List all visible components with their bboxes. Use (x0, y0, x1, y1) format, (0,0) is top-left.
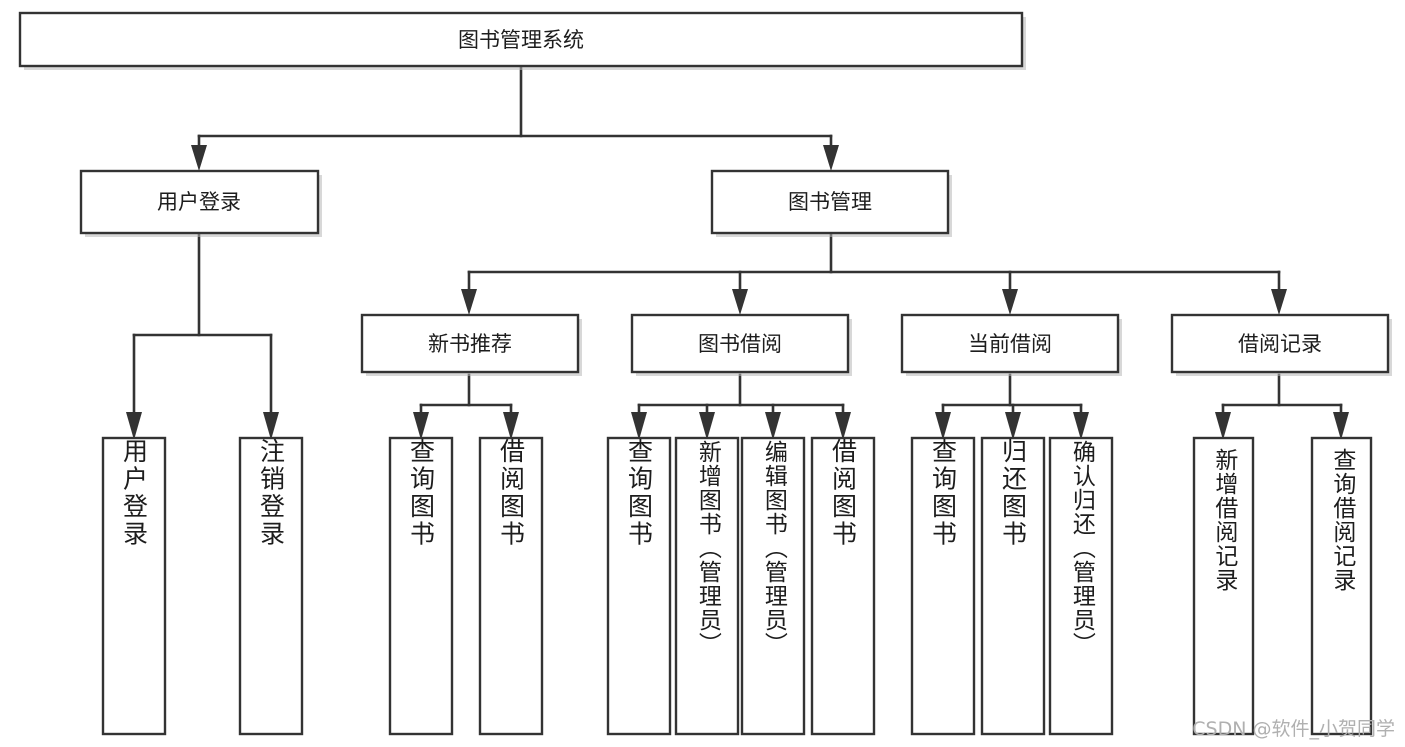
leaf-box-query-book-1[interactable] (388, 436, 454, 736)
connector-group-book-borrow (631, 373, 851, 440)
arrow-to-leaf-add-record (1215, 412, 1231, 440)
arrow-root-to-user-login (191, 145, 207, 171)
arrow-to-leaf-query-book-1 (413, 412, 429, 440)
arrow-to-new-book-recommend (461, 289, 477, 315)
node-root-box (18, 11, 1024, 68)
node-user-login-label: 用户登录 (157, 190, 241, 214)
node-root[interactable]: 图书管理系统 (18, 11, 1026, 70)
connector-group-new-book-recommend (413, 373, 519, 440)
arrow-to-book-borrow (732, 289, 748, 315)
node-book-borrow-box (630, 313, 850, 374)
arrow-to-borrow-record (1271, 289, 1287, 315)
leaf-box-add-record[interactable] (1192, 436, 1255, 736)
arrow-to-leaf-confirm-return (1073, 412, 1089, 440)
connector-group-user-login (126, 231, 279, 440)
node-book-manage-box (710, 169, 950, 235)
node-book-manage[interactable]: 图书管理 (710, 169, 952, 237)
node-book-manage-label: 图书管理 (788, 190, 872, 214)
arrow-to-leaf-user-login (126, 412, 142, 440)
arrow-to-leaf-edit-book (765, 412, 781, 440)
leaf-box-add-book[interactable] (674, 436, 740, 736)
node-book-borrow[interactable]: 图书借阅 (630, 313, 852, 376)
arrow-to-leaf-query-book-2 (631, 412, 647, 440)
arrow-to-leaf-borrow-book-1 (503, 412, 519, 440)
leaf-box-query-book-2[interactable] (606, 436, 672, 736)
node-book-borrow-label: 图书借阅 (698, 332, 782, 356)
arrow-to-leaf-query-record (1333, 412, 1349, 440)
connector-group-borrow-record (1215, 373, 1349, 440)
leaf-box-confirm-return[interactable] (1048, 436, 1114, 736)
arrow-to-leaf-add-book (699, 412, 715, 440)
node-new-book-recommend[interactable]: 新书推荐 (360, 313, 582, 376)
arrow-to-current-borrow (1002, 289, 1018, 315)
leaf-box-borrow-book-1[interactable] (478, 436, 544, 736)
connector-group-root (191, 64, 839, 171)
arrow-to-leaf-borrow-book-2 (835, 412, 851, 440)
leaf-box-query-record[interactable] (1310, 436, 1373, 736)
node-borrow-record-label: 借阅记录 (1238, 332, 1322, 356)
leaf-box-edit-book[interactable] (740, 436, 806, 736)
node-new-book-recommend-box (360, 313, 580, 374)
node-root-label: 图书管理系统 (458, 28, 584, 52)
node-user-login-box (79, 169, 320, 235)
leaf-box-user-login[interactable] (101, 436, 167, 736)
node-new-book-recommend-label: 新书推荐 (428, 332, 512, 356)
connector-group-book-manage (461, 231, 1287, 315)
leaf-box-query-book-3[interactable] (910, 436, 976, 736)
connector-group-current-borrow (935, 373, 1089, 440)
arrow-to-leaf-logout-login (263, 412, 279, 440)
leaf-boxes (101, 436, 1373, 736)
arrow-to-leaf-query-book-3 (935, 412, 951, 440)
node-borrow-record[interactable]: 借阅记录 (1170, 313, 1392, 376)
node-current-borrow-box (900, 313, 1120, 374)
arrow-root-to-book-manage (823, 145, 839, 171)
leaf-box-logout-login[interactable] (238, 436, 304, 736)
node-borrow-record-box (1170, 313, 1390, 374)
node-current-borrow[interactable]: 当前借阅 (900, 313, 1122, 376)
leaf-box-return-book[interactable] (980, 436, 1046, 736)
leaf-box-borrow-book-2[interactable] (810, 436, 876, 736)
arrow-to-leaf-return-book (1005, 412, 1021, 440)
node-user-login[interactable]: 用户登录 (79, 169, 322, 237)
node-current-borrow-label: 当前借阅 (968, 332, 1052, 356)
